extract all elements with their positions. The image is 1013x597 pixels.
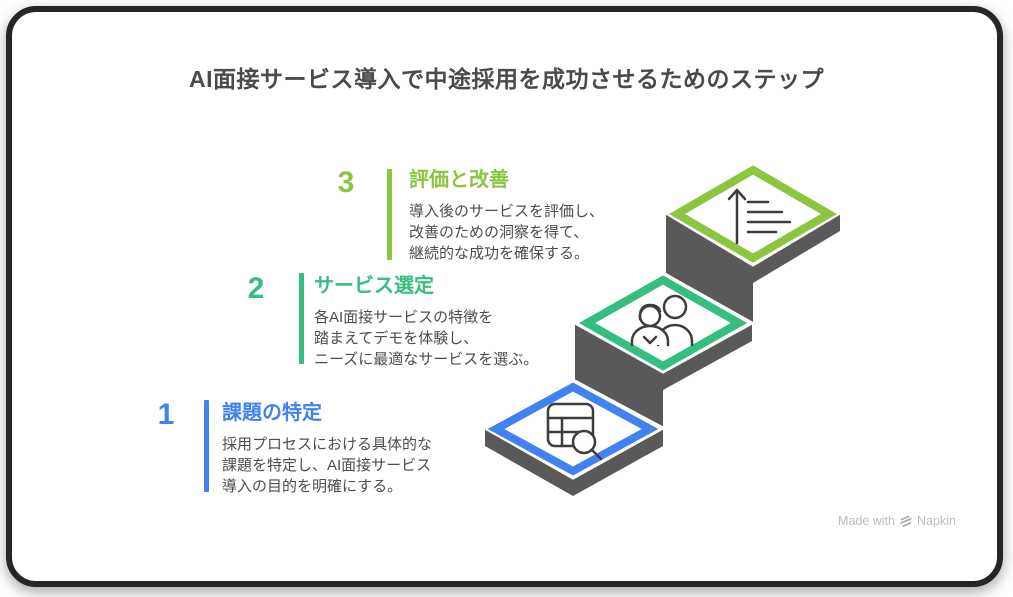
made-with-napkin: Made with Napkin — [838, 514, 956, 528]
step-1-title: 課題の特定 — [222, 402, 322, 424]
step-3-desc-line: 導入後のサービスを評価し、 — [409, 203, 605, 220]
napkin-logo-icon — [900, 515, 912, 527]
made-with-label: Made with — [838, 514, 895, 528]
step-1-desc-line: 導入の目的を明確にする。 — [222, 478, 403, 495]
step-1-number: 1 — [157, 398, 175, 431]
step-2-description: 各AI面接サービスの特徴を 踏まえてデモを体験し、 ニーズに最適なサービスを選ぶ… — [314, 307, 538, 370]
stair-slab — [753, 213, 840, 283]
step-3-desc-line: 改善のための洞察を得て、 — [409, 224, 589, 241]
page-title: AI面接サービス導入で中途採用を成功させるためのステップ — [189, 66, 824, 92]
step-3-desc-line: 継続的な成功を確保する。 — [409, 245, 590, 262]
people-icon — [630, 294, 694, 347]
step-2-diamond — [578, 275, 748, 371]
stair-step-3 — [663, 161, 843, 323]
step-1-accent-bar — [204, 400, 209, 492]
stair-step-1 — [481, 378, 667, 496]
step-2-desc-line: 各AI面接サービスの特徴を — [314, 309, 494, 326]
step-3-title: 評価と改善 — [409, 169, 509, 191]
table-search-icon — [546, 402, 603, 461]
stair-riser — [666, 213, 753, 323]
stair-riser — [575, 323, 663, 430]
step-1-desc-line: 課題を特定し、AI面接サービス — [222, 457, 432, 474]
step-3-number: 3 — [337, 166, 355, 199]
step-2-number: 2 — [247, 272, 265, 305]
step-2-desc-line: ニーズに最適なサービスを選ぶ。 — [314, 351, 539, 368]
step-1-desc-line: 採用プロセスにおける具体的な — [222, 436, 433, 453]
step-2-title: サービス選定 — [314, 275, 434, 297]
step-2-desc-line: 踏まえてデモを体験し、 — [314, 330, 479, 347]
stair-step-2 — [571, 271, 756, 430]
step-3-description: 導入後のサービスを評価し、 改善のための洞察を得て、 継続的な成功を確保する。 — [409, 201, 604, 264]
growth-list-icon — [727, 188, 792, 245]
card-frame — [6, 6, 1003, 587]
stair-slab — [663, 323, 752, 390]
step-3-diamond — [669, 165, 837, 263]
brand-label: Napkin — [916, 514, 956, 528]
step-3-accent-bar — [387, 169, 392, 260]
stair-slab — [573, 428, 663, 496]
step-2-accent-bar — [299, 273, 304, 364]
stair-slab — [485, 428, 573, 496]
step-1-description: 採用プロセスにおける具体的な 課題を特定し、AI面接サービス 導入の目的を明確に… — [222, 434, 432, 497]
